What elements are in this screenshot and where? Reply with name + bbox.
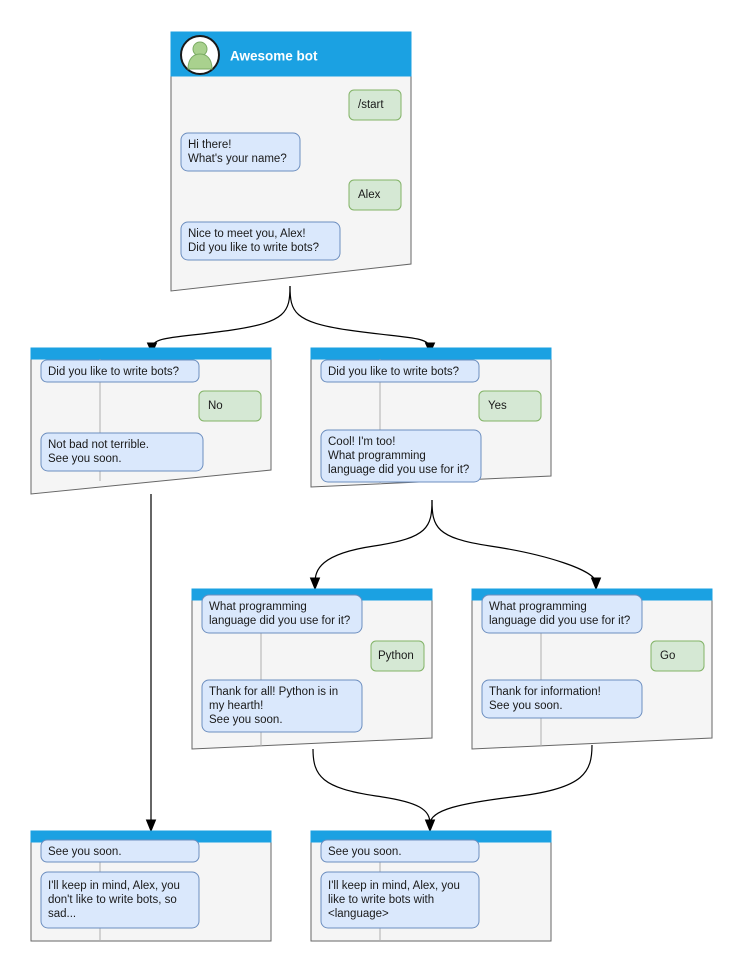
no-branch-messages: Did you like to write bots? No Not bad n… — [40, 359, 262, 472]
bubble-bot — [201, 679, 363, 733]
bubble-text: I'll keep in mind, Alex, you — [48, 880, 180, 892]
bubble-text: See you soon. — [48, 453, 122, 465]
bubble-bot — [320, 839, 480, 863]
edge-yes-to-go — [431, 499, 597, 584]
bubble-user — [348, 179, 402, 211]
node-python-branch[interactable]: What programming language did you use fo… — [191, 588, 433, 750]
bubble-bot — [320, 429, 482, 483]
bubble-bot — [180, 221, 341, 261]
bubble-text: Cool! I'm too! — [328, 436, 395, 448]
edge-yes-to-python — [314, 499, 433, 584]
bubble-text: language did you use for it? — [209, 615, 350, 627]
root-header-title: Awesome bot — [230, 49, 318, 64]
bubble-user — [650, 640, 705, 672]
yes-card-header — [310, 347, 552, 360]
bubble-text: No — [208, 400, 223, 412]
bubble-text: Did you like to write bots? — [328, 366, 459, 378]
bubble-text: language did you use for it? — [328, 464, 469, 476]
python-branch-messages: What programming language did you use fo… — [201, 594, 425, 733]
bubble-text: See you soon. — [489, 700, 563, 712]
bubble-bot — [40, 359, 200, 383]
edge-go-to-end-yes — [429, 744, 593, 825]
bubble-bot — [40, 839, 200, 863]
bubble-bot — [40, 871, 200, 929]
yes-branch-messages: Did you like to write bots? Yes Cool! I'… — [320, 359, 542, 483]
bubble-text: Hi there! — [188, 139, 231, 151]
bubble-text: What's your name? — [188, 153, 287, 165]
bubble-text: What programming — [489, 601, 587, 613]
bubble-bot — [481, 679, 643, 719]
bubble-user — [198, 390, 262, 422]
bubble-text: Go — [660, 650, 675, 662]
bubble-text: Thank for all! Python is in — [209, 686, 338, 698]
bubble-user — [478, 390, 542, 422]
bubble-text: Thank for information! — [489, 686, 601, 698]
bubble-text: language did you use for it? — [489, 615, 630, 627]
bubble-text: Not bad not terrible. — [48, 439, 149, 451]
bubble-bot — [180, 132, 301, 172]
bubble-text: What programming — [328, 450, 426, 462]
no-card-header — [30, 347, 272, 360]
arrow-yes-to-python — [309, 577, 321, 591]
bubble-text: See you soon. — [328, 846, 402, 858]
end-yes-messages: See you soon. I'll keep in mind, Alex, y… — [320, 839, 480, 929]
bubble-bot — [320, 871, 480, 929]
bubble-text: sad... — [48, 908, 76, 920]
bubble-text: my hearth! — [209, 700, 263, 712]
bubble-bot — [320, 359, 480, 383]
bubble-text: See you soon. — [209, 714, 283, 726]
bubble-text: <language> — [328, 908, 389, 920]
arrow-to-end-yes — [424, 819, 436, 833]
bubble-user — [348, 89, 402, 121]
bubble-text: Yes — [488, 400, 507, 412]
bubble-text: What programming — [209, 601, 307, 613]
root-messages: /start Hi there! What's your name? Alex … — [180, 89, 402, 261]
node-end-no[interactable]: See you soon. I'll keep in mind, Alex, y… — [30, 830, 272, 942]
bubble-bot — [481, 594, 643, 634]
person-avatar-icon — [180, 35, 220, 75]
arrow-no-to-end-no — [145, 819, 157, 833]
go-branch-messages: What programming language did you use fo… — [481, 594, 705, 719]
bubble-text: /start — [358, 99, 384, 111]
bubble-text: don't like to write bots, so — [48, 894, 177, 906]
edge-python-to-end-yes — [312, 748, 431, 825]
bubble-text: Alex — [358, 189, 381, 201]
node-yes-branch[interactable]: Did you like to write bots? Yes Cool! I'… — [310, 347, 552, 488]
bubble-bot — [40, 432, 204, 472]
edge-root-to-yes — [289, 285, 431, 349]
node-root[interactable]: Awesome bot /start Hi there! What's your… — [170, 31, 412, 292]
bubble-text: Python — [378, 650, 414, 662]
bubble-text: See you soon. — [48, 846, 122, 858]
node-no-branch[interactable]: Did you like to write bots? No Not bad n… — [30, 347, 272, 495]
node-end-yes[interactable]: See you soon. I'll keep in mind, Alex, y… — [310, 830, 552, 942]
edge-root-to-no — [151, 285, 291, 349]
bubble-text: like to write bots with — [328, 894, 434, 906]
bubble-text: I'll keep in mind, Alex, you — [328, 880, 460, 892]
end-no-messages: See you soon. I'll keep in mind, Alex, y… — [40, 839, 200, 929]
bubble-text: Nice to meet you, Alex! — [188, 228, 306, 240]
arrow-yes-to-go — [590, 577, 602, 591]
bubble-bot — [201, 594, 363, 634]
bubble-user — [370, 640, 425, 672]
bubble-text: Did you like to write bots? — [188, 242, 319, 254]
bubble-text: Did you like to write bots? — [48, 366, 179, 378]
node-go-branch[interactable]: What programming language did you use fo… — [471, 588, 713, 750]
